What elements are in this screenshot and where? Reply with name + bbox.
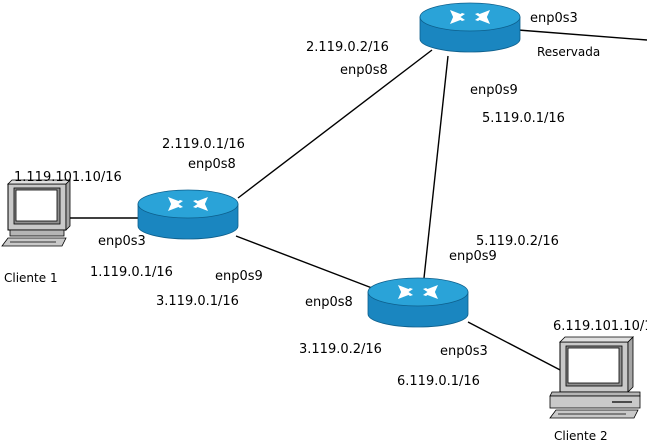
cliente2-computer-icon [549,336,641,419]
cliente1-computer-icon [1,179,71,247]
rb-ip-up: 5.119.0.2/16 [476,234,559,249]
rt-ip-down: 5.119.0.1/16 [482,111,565,126]
rl-ip-client: 1.119.0.1/16 [90,265,173,280]
rl-if-enp0s8: enp0s8 [188,157,236,172]
router-bottom-icon [367,277,469,328]
link-router-left-router-top [237,49,433,199]
rl-if-enp0s9: enp0s9 [215,269,263,284]
router-top-icon [419,2,521,53]
link-router-bottom-cliente2 [467,321,565,373]
link-router-left-router-bottom [235,235,373,289]
rb-if-enp0s9: enp0s9 [449,249,497,264]
rl-if-enp0s3: enp0s3 [98,234,146,249]
cliente2-name: Cliente 2 [554,429,608,443]
rt-if-enp0s9: enp0s9 [470,83,518,98]
rb-ip-left: 3.119.0.2/16 [299,342,382,357]
rb-ip-client: 6.119.0.1/16 [397,374,480,389]
cliente1-ip: 1.119.101.10/16 [14,170,122,185]
rl-ip-up: 2.119.0.1/16 [162,137,245,152]
rb-if-enp0s3: enp0s3 [440,344,488,359]
rt-if-enp0s3: enp0s3 [530,11,578,26]
rb-if-enp0s8: enp0s8 [305,295,353,310]
rl-ip-down: 3.119.0.1/16 [156,294,239,309]
cliente1-name: Cliente 1 [4,271,58,285]
rt-if-enp0s8: enp0s8 [340,63,388,78]
router-left-icon [137,189,239,240]
link-router-top-reservada [517,29,647,41]
reservada-label: Reservada [537,45,600,59]
link-router-top-router-bottom [423,55,449,279]
rt-ip-left: 2.119.0.2/16 [306,40,389,55]
cliente2-ip: 6.119.101.10/16 [553,319,647,334]
